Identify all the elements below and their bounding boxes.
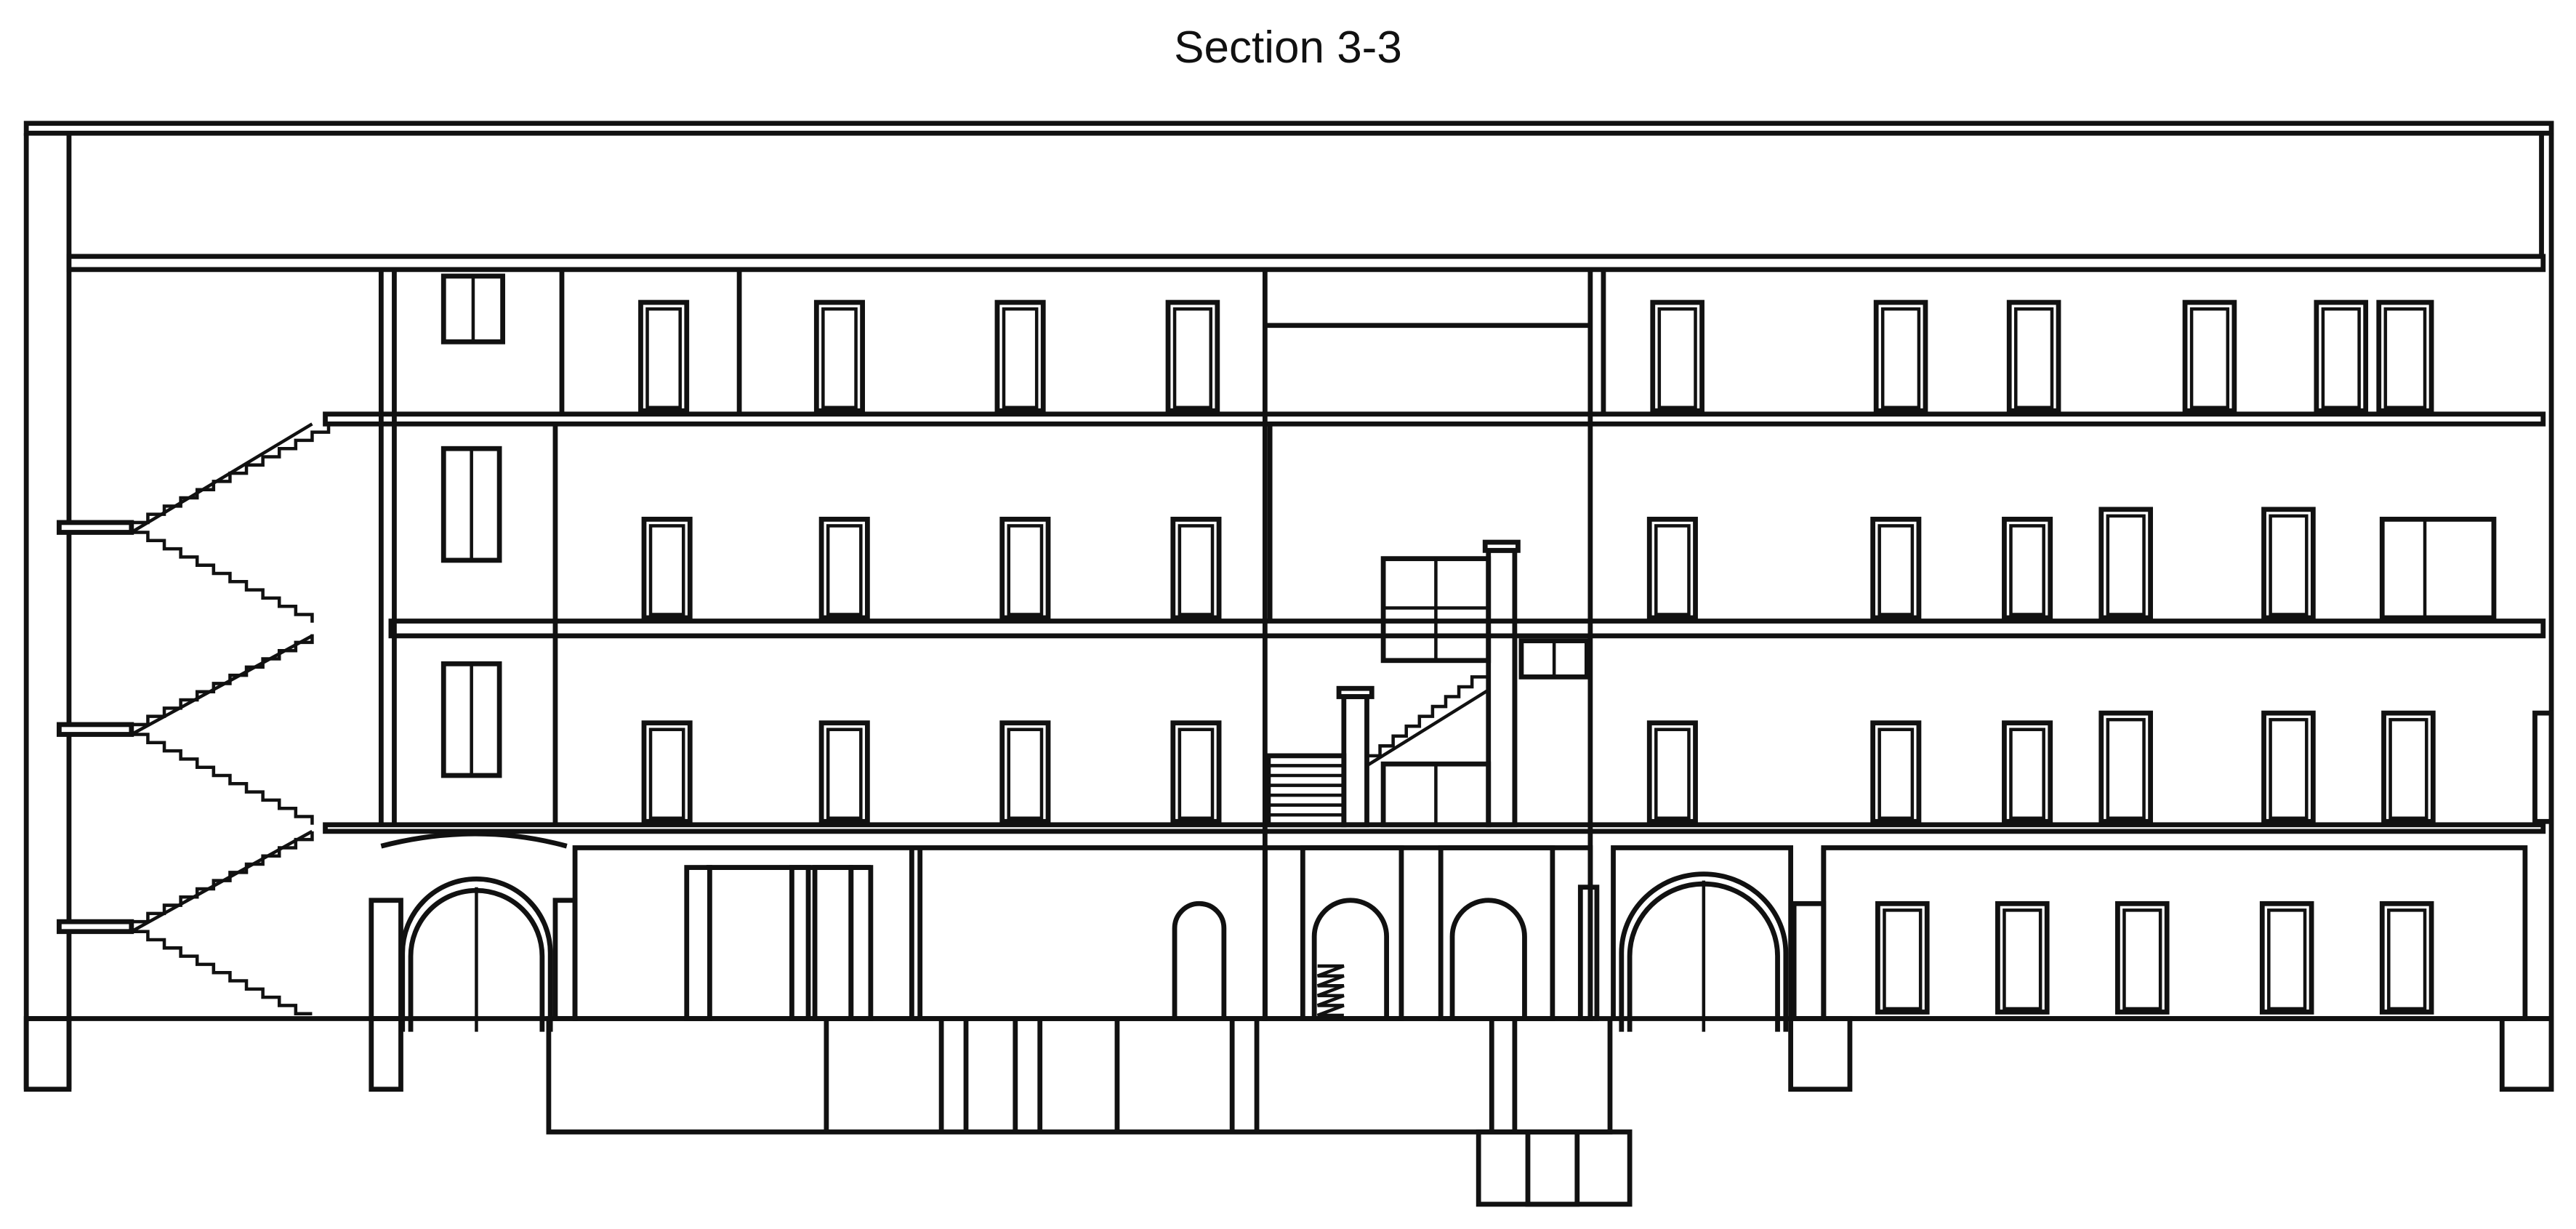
ground-floor [369,831,2528,1032]
windows-second-floor [440,446,2497,621]
foundations [23,1016,2554,1207]
roof [23,121,2554,1089]
drawing-title: Section 3-3 [1174,23,1402,73]
exterior-stair [56,422,331,1015]
walls [378,269,1827,1019]
windows-first-floor [440,661,2554,824]
interior-stair [1265,539,1590,828]
windows-top-floor [440,273,2434,414]
windows-ground-floor [1875,900,2434,1015]
